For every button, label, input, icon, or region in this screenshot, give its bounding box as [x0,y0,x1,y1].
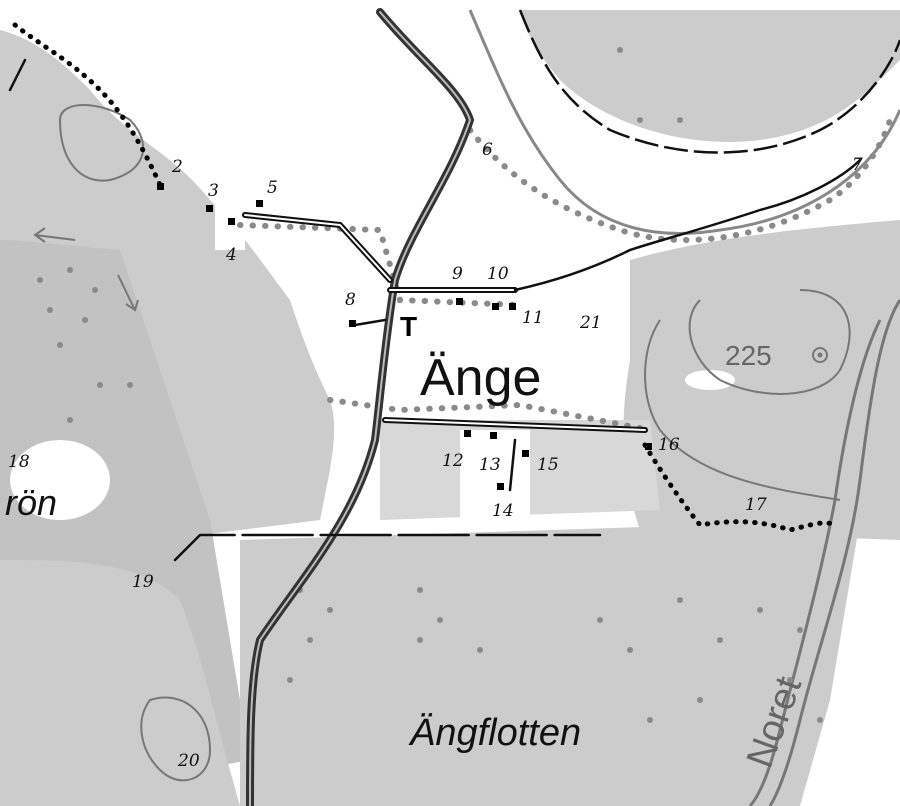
edge-name-label: rön [5,482,57,523]
forest-area-southwest [0,560,240,806]
river-meander-inner [518,9,900,154]
trail-east [642,442,838,533]
building-5 [256,200,263,207]
trail-layer [12,22,838,533]
building-13 [490,432,497,439]
checkpoint-label: 5 [267,178,278,198]
track-south [173,533,602,562]
checkpoint-label: 4 [225,245,237,265]
river-east-bank [748,319,882,806]
checkpoint-label: 14 [492,501,514,521]
checkpoint-label: 10 [487,264,509,284]
main-road-center [249,11,471,806]
arrow-down [117,274,139,312]
building-2 [157,183,164,190]
arrow-layer [33,227,139,312]
village-name-label: Änge [420,349,541,407]
checkpoint-label: 9 [452,264,463,284]
building-3 [206,205,213,212]
road-layer [8,8,862,806]
landmark-symbol: T [400,311,417,342]
building-11 [509,303,516,310]
contour-hill-south [140,696,212,782]
track-west-edge [8,58,27,92]
road-village-south-inner [384,419,646,431]
contour-layer [58,104,851,782]
contour-hill-north [58,104,145,182]
clearing-west [10,440,110,520]
contour-value-label: 225 [725,340,772,371]
building-16 [645,443,652,450]
building-14 [497,483,504,490]
dot-line-river-edge [467,117,893,243]
track-northeast [513,158,862,292]
building-9 [456,298,463,305]
river-east [768,299,900,806]
meander-land [520,10,900,142]
checkpoint-label: 18 [8,452,30,472]
clearing-east [685,370,735,390]
checkpoint-label: 6 [482,140,493,160]
building-12 [464,430,471,437]
checkpoint-label: 19 [132,572,154,592]
checkpoint-labels: 2 3 4 5 6 7 8 9 10 11 12 13 14 15 16 17 … [8,140,863,771]
checkpoint-label: 3 [208,181,219,201]
building-4 [228,218,235,225]
trail-northwest [12,22,163,188]
clearing-layer [10,205,735,530]
spot-height-center [817,352,823,358]
checkpoint-label: 17 [745,495,767,515]
checkpoint-label: 7 [852,155,863,175]
track-to-8 [353,318,387,327]
forest-area-south [240,520,860,806]
track-to-14 [508,438,517,492]
checkpoint-label: 2 [171,157,183,177]
contour-east [644,319,841,501]
building-15 [522,450,529,457]
clearing-north [460,430,530,530]
contour-225 [688,289,851,395]
river-layer [468,9,900,806]
checkpoint-label: 20 [177,751,200,771]
checkpoint-label: 13 [479,455,501,475]
checkpoint-label: 12 [442,451,464,471]
building-8 [349,320,356,327]
dot-line-village-south [327,397,653,433]
arrow-west [33,227,76,243]
checkpoint-label: 15 [537,455,559,475]
river-meander-outer [468,9,900,235]
vegetation-layer [0,10,900,806]
checkpoint-label: 21 [579,313,602,333]
forest-area-east [623,220,900,540]
area-name-label: Ängflotten [408,712,581,754]
building-10 [492,303,499,310]
building-layer [157,183,652,490]
vegetation-dots [37,47,823,723]
road-west-inner [244,214,391,281]
spot-height-marker [812,347,828,363]
checkpoint-label: 16 [658,435,680,455]
checkpoint-label: 8 [345,290,356,310]
checkpoint-label: 11 [522,308,544,328]
